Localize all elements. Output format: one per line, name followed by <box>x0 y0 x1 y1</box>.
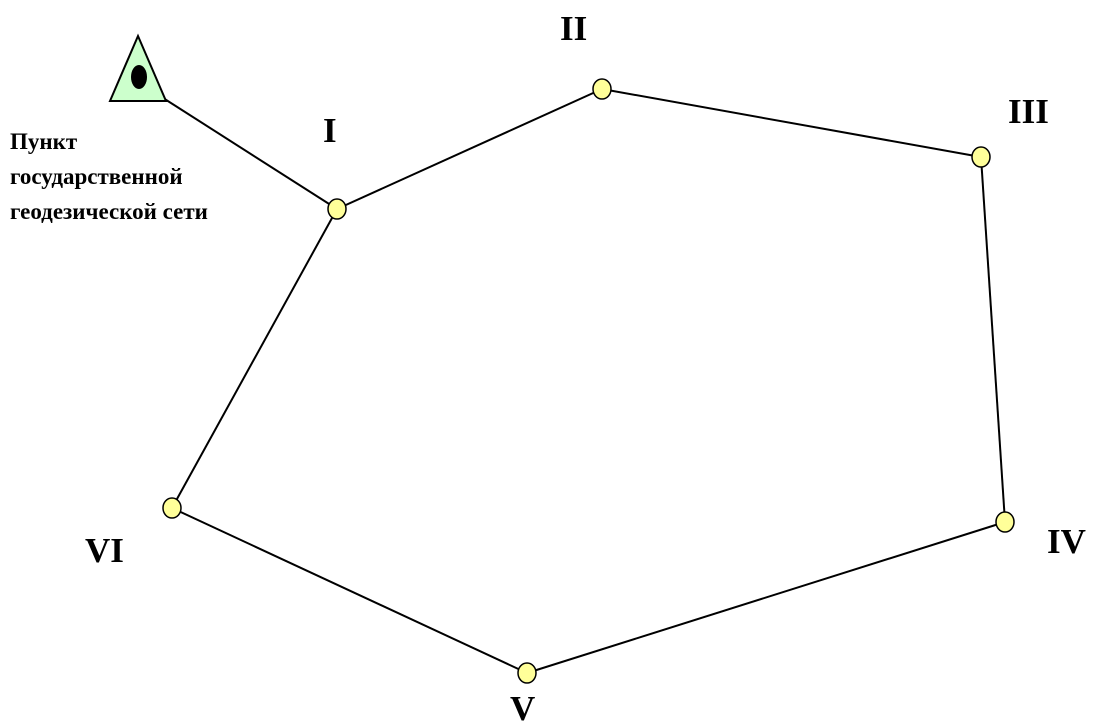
traverse-edge-IV-V <box>526 521 1006 674</box>
point-label-V: V <box>510 689 535 725</box>
traverse-point-labels: I II III IV V VI <box>85 9 1086 725</box>
traverse-point-marker <box>995 511 1015 533</box>
station-caption-line: Пункт <box>10 129 78 154</box>
traverse-edge-I-II <box>336 88 603 210</box>
point-label-III: III <box>1008 92 1049 131</box>
geodetic-station-caption: Пункт государственной геодезической сети <box>10 124 208 229</box>
point-label-VI: VI <box>85 531 124 570</box>
station-caption-line: государственной <box>10 164 183 189</box>
geodetic-station-symbol <box>108 33 168 102</box>
traverse-edge-VI-I <box>171 208 338 509</box>
traverse-point-marker <box>162 497 182 519</box>
traverse-edge-V-VI <box>171 507 528 674</box>
traverse-point-marker <box>517 662 537 684</box>
connecting-line-to-station <box>159 95 338 210</box>
point-label-IV: IV <box>1047 522 1086 561</box>
traverse-point-marker <box>971 146 991 168</box>
traverse-edges <box>159 88 1006 674</box>
station-caption-line: геодезической сети <box>10 199 208 224</box>
traverse-edge-III-IV <box>980 156 1006 523</box>
point-label-II: II <box>560 9 587 48</box>
traverse-points <box>162 78 1015 684</box>
station-center-dot <box>131 65 147 89</box>
traverse-point-marker <box>327 198 347 220</box>
traverse-edge-II-III <box>601 88 982 158</box>
point-label-I: I <box>323 111 337 150</box>
traverse-point-marker <box>592 78 612 100</box>
